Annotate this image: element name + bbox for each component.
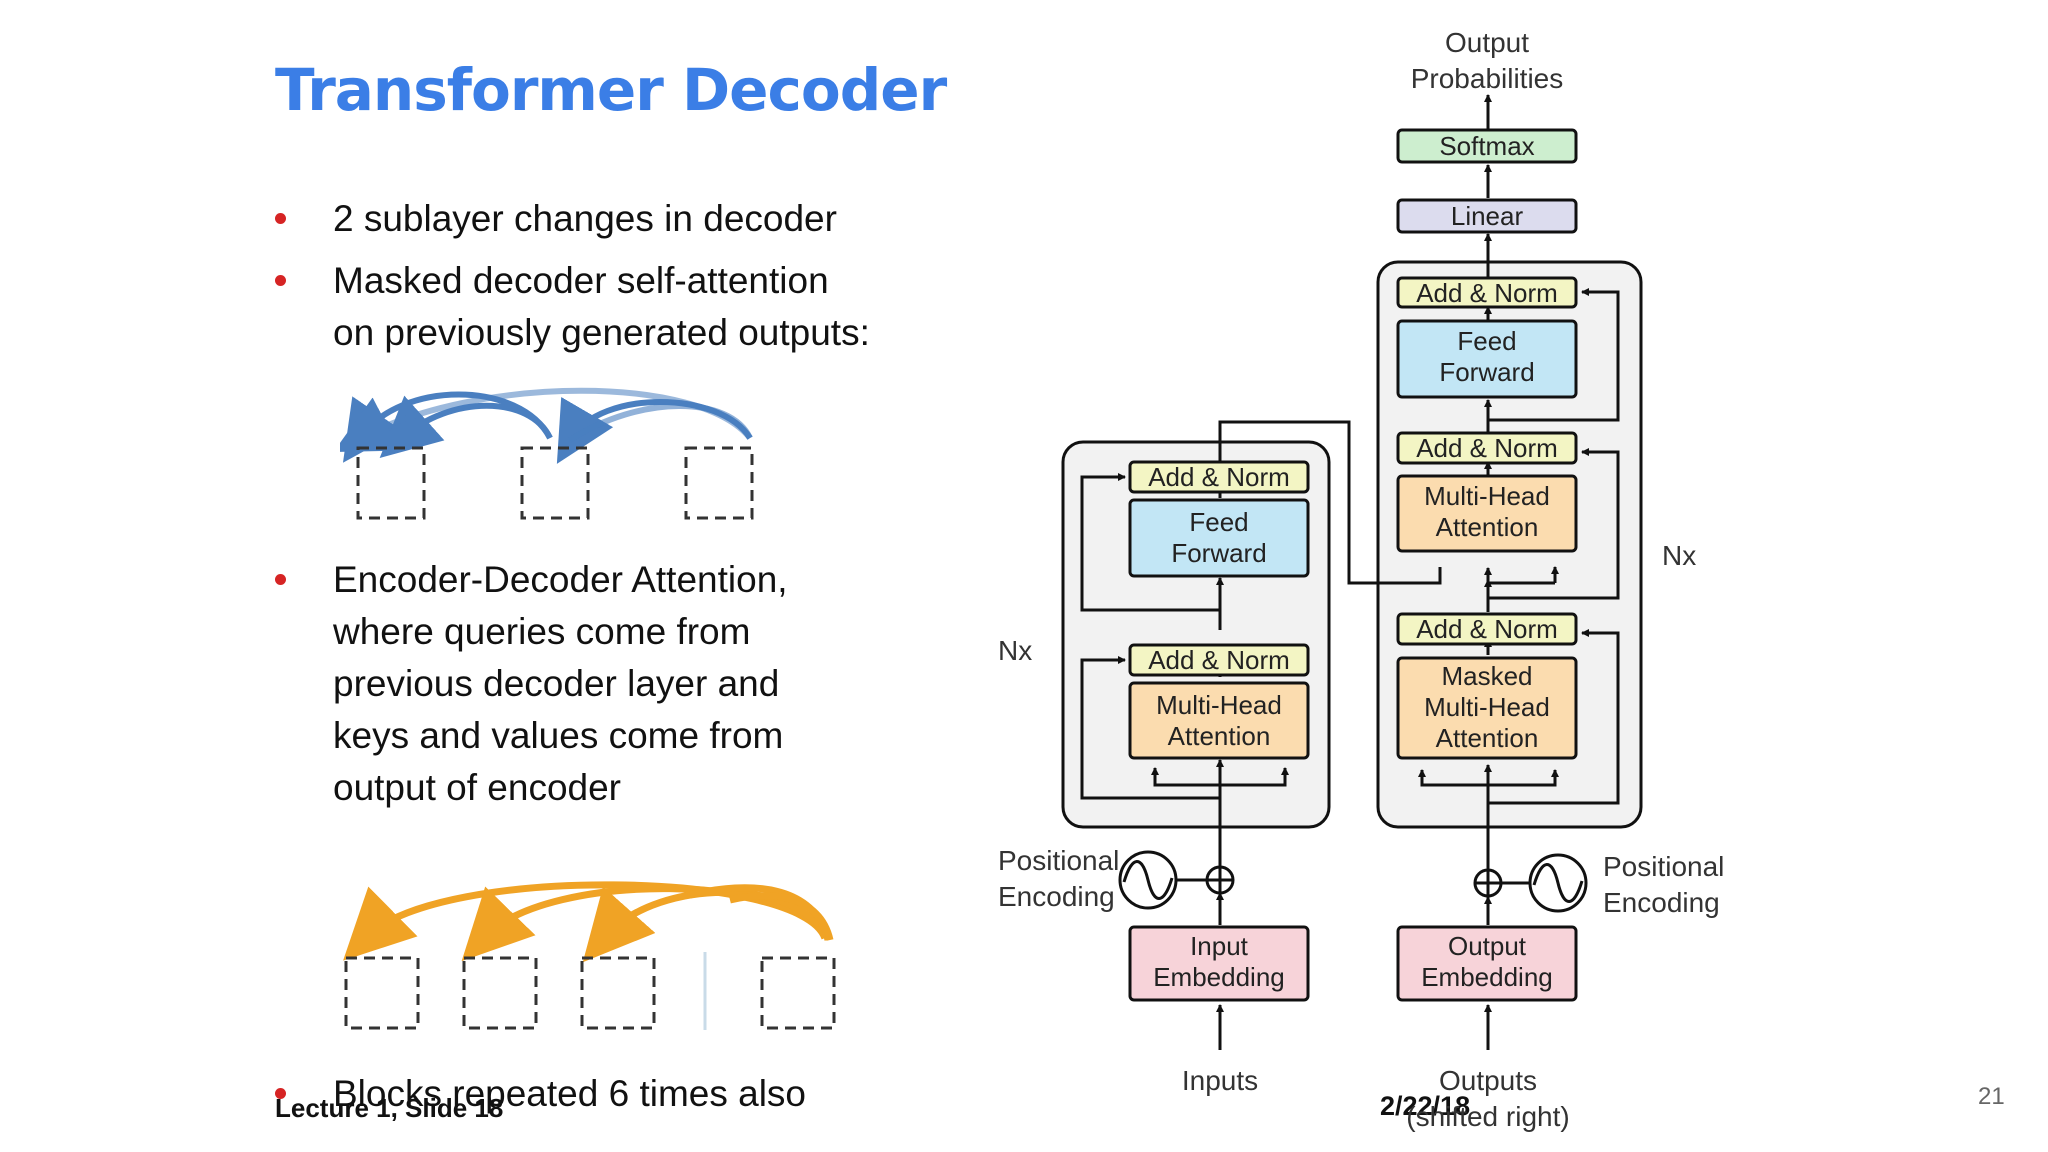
bullet-text: Encoder-Decoder Attention, (333, 559, 788, 600)
softmax-box (1396, 128, 1578, 164)
cross-attention-illustration (343, 881, 836, 1030)
decoder-positional-encoding-label: Positional (1603, 851, 1724, 882)
encoder-attention-label: Attention (1168, 721, 1271, 751)
linear-label: Linear (1451, 201, 1524, 231)
attention-arc (379, 395, 553, 458)
bullet-dot (275, 1088, 286, 1099)
decoder-add-norm-1-label: Add & Norm (1416, 278, 1558, 308)
decoder-add-norm-3-box (1396, 612, 1578, 646)
bullet-text: keys and values come from (333, 715, 784, 756)
encoder-attention-label: Multi-Head (1156, 690, 1282, 720)
encoder-feed-forward-label: Forward (1171, 538, 1266, 568)
bullet-text: 2 sublayer changes in decoder (333, 198, 837, 239)
footer-lecture-label: Lecture 1, Slide 18 (275, 1093, 504, 1123)
linear-box (1396, 198, 1578, 234)
softmax-label: Softmax (1439, 131, 1534, 161)
output-embedding-label: Embedding (1421, 962, 1553, 992)
decoder-masked-attention-label: Multi-Head (1424, 692, 1550, 722)
encoder-positional-encoding-label: Encoding (998, 881, 1115, 912)
output-probabilities-label: Output (1445, 27, 1529, 58)
slide-title: Transformer Decoder (275, 56, 947, 124)
output-probabilities-label: Probabilities (1411, 63, 1564, 94)
token-box (462, 956, 538, 1030)
encoder-feed-forward-label: Feed (1189, 507, 1248, 537)
encoder-positional-encoding-label: Positional (998, 845, 1119, 876)
attention-arc (729, 892, 834, 941)
output-embedding-box (1396, 925, 1578, 1002)
output-embedding-label: Output (1448, 931, 1527, 961)
decoder-feed-forward-box (1396, 319, 1578, 399)
page-number: 21 (1978, 1083, 2005, 1110)
token-box (344, 956, 420, 1030)
decoder-masked-attention-label: Masked (1441, 661, 1532, 691)
decoder-masked-attention-box (1396, 656, 1578, 760)
outputs-label: Outputs (1439, 1065, 1537, 1096)
decoder-cross-attention-box (1396, 474, 1578, 553)
encoder-add-norm-bottom-label: Add & Norm (1148, 645, 1290, 675)
decoder-add-norm-2-label: Add & Norm (1416, 433, 1558, 463)
bullet-dot (275, 574, 286, 585)
token-box (760, 956, 836, 1030)
encoder-feed-forward-box (1128, 498, 1310, 578)
masked-attention-illustration (340, 387, 754, 520)
inputs-label: Inputs (1182, 1065, 1258, 1096)
attention-arc (568, 403, 753, 443)
bullet-text: previous decoder layer and (333, 663, 780, 704)
input-embedding-label: Input (1190, 931, 1249, 961)
decoder-masked-attention-label: Attention (1436, 723, 1539, 753)
encoder-nx-label: Nx (998, 635, 1032, 666)
transformer-architecture-diagram: Add & Norm Feed Forward Add & Norm Multi… (998, 27, 1724, 1132)
decoder-add-norm-2-box (1396, 431, 1578, 465)
decoder-feed-forward-label: Feed (1457, 326, 1516, 356)
bullet-text: output of encoder (333, 767, 621, 808)
decoder-feed-forward-label: Forward (1439, 357, 1534, 387)
decoder-cross-attention-label: Attention (1436, 512, 1539, 542)
encoder-add-norm-bottom-box (1128, 643, 1310, 677)
decoder-positional-encoding-label: Encoding (1603, 887, 1720, 918)
token-box (684, 446, 754, 520)
encoder-add-norm-top-label: Add & Norm (1148, 462, 1290, 492)
bullet-text: Blocks repeated 6 times also (333, 1073, 807, 1114)
decoder-cross-attention-label: Multi-Head (1424, 481, 1550, 511)
token-box (356, 446, 426, 520)
footer-date: 2/22/18 (1380, 1091, 1471, 1121)
encoder-attention-box (1128, 681, 1310, 760)
bullet-text: Masked decoder self-attention (333, 260, 829, 301)
bullet-text: on previously generated outputs: (333, 312, 870, 353)
decoder-add-norm-1-box (1396, 276, 1578, 309)
encoder-add-norm-top-box (1128, 460, 1310, 494)
token-box (580, 956, 656, 1030)
attention-arc (582, 886, 829, 963)
token-box (520, 446, 590, 520)
input-embedding-label: Embedding (1153, 962, 1285, 992)
bullet-dot (275, 213, 286, 224)
bullet-dot (275, 275, 286, 286)
decoder-add-norm-3-label: Add & Norm (1416, 614, 1558, 644)
attention-arc (342, 391, 553, 463)
input-embedding-box (1128, 925, 1310, 1002)
outputs-label: (shifted right) (1406, 1101, 1569, 1132)
bullet-text: where queries come from (333, 611, 751, 652)
decoder-nx-label: Nx (1662, 540, 1696, 571)
